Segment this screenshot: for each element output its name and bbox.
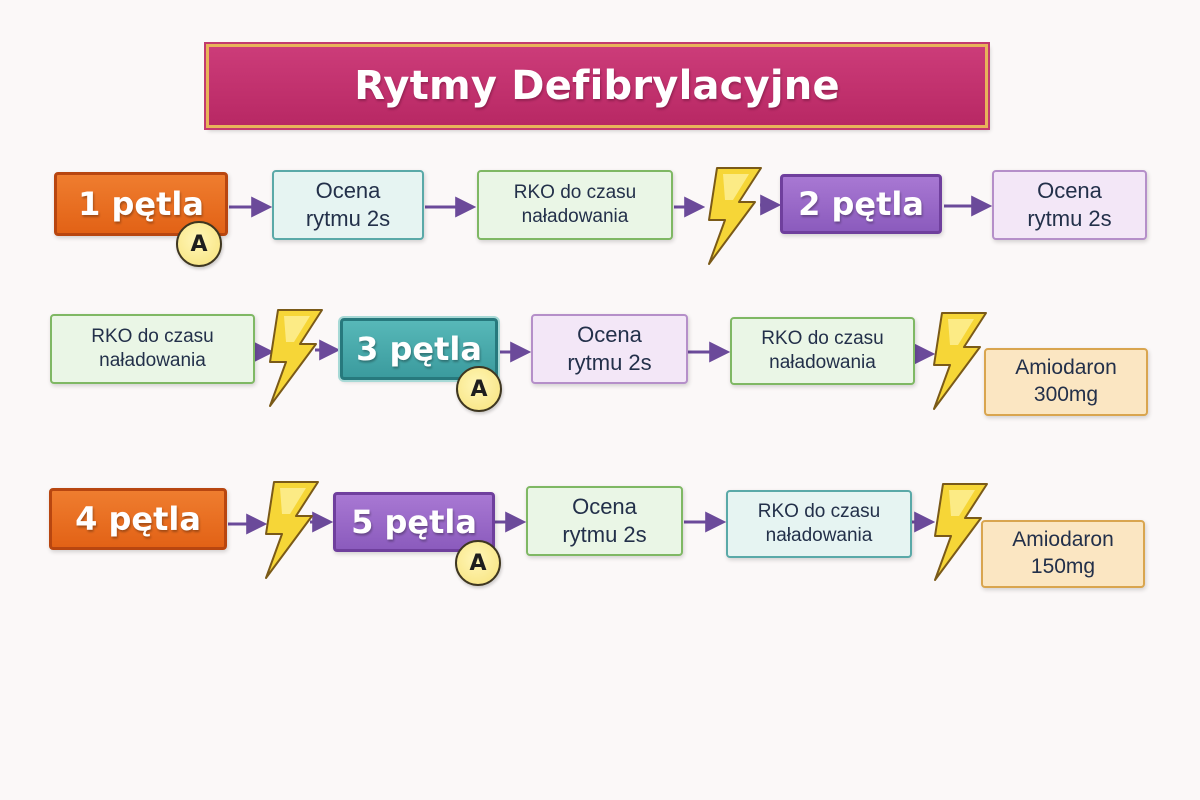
cpr-until-charged-label: RKO do czasu naładowania: [513, 181, 637, 227]
loop-4-box: 4 pętla: [49, 488, 227, 550]
cpr-until-charged-box: RKO do czasu naładowania: [730, 317, 915, 385]
cpr-until-charged-label: RKO do czasu naładowania: [91, 325, 214, 371]
rhythm-check-box: Ocena rytmu 2s: [526, 486, 683, 556]
title-banner: Rytmy Defibrylacyjne: [206, 44, 988, 128]
cpr-until-charged-label: RKO do czasu naładowania: [761, 327, 884, 373]
loop-4-label: 4 pętla: [75, 500, 201, 538]
lightning-bolt-highlight: [723, 174, 749, 200]
lightning-bolt-icon: [934, 483, 988, 581]
rhythm-check-label: Ocena rytmu 2s: [1027, 177, 1112, 231]
lightning-bolt-highlight: [949, 490, 975, 516]
cpr-until-charged-label: RKO do czasu naładowania: [757, 500, 881, 546]
badge-label: A: [190, 231, 208, 257]
loop-5-box: 5 pętla: [333, 492, 495, 552]
amiodarone-150-box: Amiodaron 150mg: [981, 520, 1145, 588]
loop-2-label: 2 pętla: [798, 185, 924, 223]
lightning-bolt-highlight: [948, 319, 974, 345]
amiodarone-150-label: Amiodaron 150mg: [1012, 528, 1114, 578]
badge-label: A: [470, 376, 488, 402]
rhythm-check-label: Ocena rytmu 2s: [562, 493, 647, 547]
lightning-bolt-icon: [708, 167, 762, 265]
adrenaline-badge: A: [176, 221, 222, 267]
rhythm-check-box: Ocena rytmu 2s: [992, 170, 1147, 240]
lightning-bolt-icon: [933, 312, 987, 410]
badge-label: A: [469, 550, 487, 576]
adrenaline-badge: A: [456, 366, 502, 412]
rhythm-check-box: Ocena rytmu 2s: [272, 170, 424, 240]
loop-5-label: 5 pętla: [351, 503, 477, 541]
loop-1-box: 1 pętla: [54, 172, 228, 236]
amiodarone-300-box: Amiodaron 300mg: [984, 348, 1148, 416]
cpr-until-charged-box: RKO do czasu naładowania: [726, 490, 912, 558]
cpr-until-charged-box: RKO do czasu naładowania: [477, 170, 673, 240]
cpr-until-charged-box: RKO do czasu naładowania: [50, 314, 255, 384]
lightning-bolt-icon: [269, 309, 323, 407]
lightning-bolt-highlight: [284, 316, 310, 342]
rhythm-check-label: Ocena rytmu 2s: [567, 321, 652, 375]
loop-2-box: 2 pętla: [780, 174, 942, 234]
rhythm-check-label: Ocena rytmu 2s: [305, 177, 391, 231]
amiodarone-300-label: Amiodaron 300mg: [1015, 356, 1117, 406]
diagram-title: Rytmy Defibrylacyjne: [354, 63, 840, 109]
rhythm-check-box: Ocena rytmu 2s: [531, 314, 688, 384]
lightning-bolt-highlight: [280, 488, 306, 514]
loop-1-label: 1 pętla: [78, 185, 204, 223]
adrenaline-badge: A: [455, 540, 501, 586]
loop-3-label: 3 pętla: [356, 330, 482, 368]
lightning-bolt-icon: [265, 481, 319, 579]
